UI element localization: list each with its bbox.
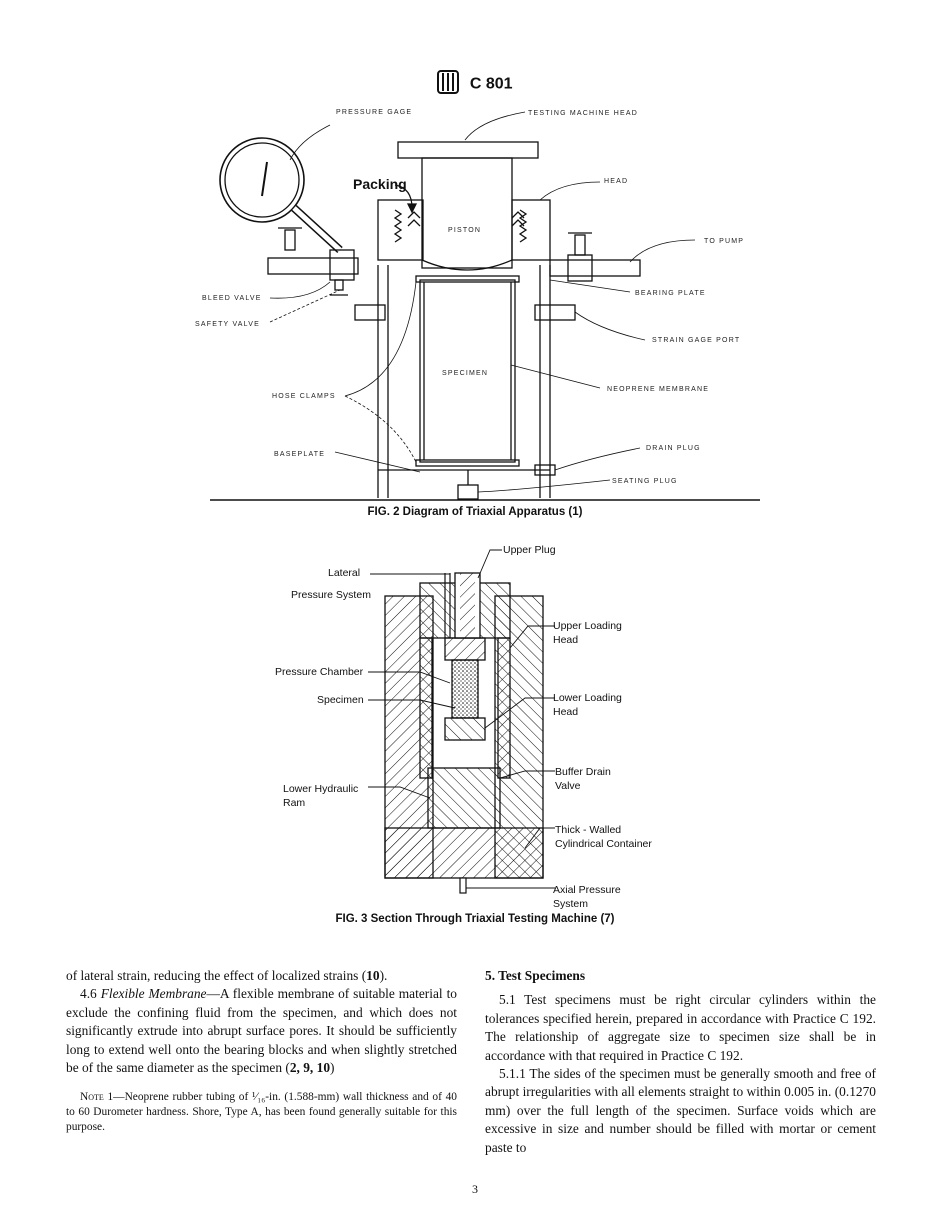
- page-header: C 801: [0, 70, 950, 99]
- label-upper-loading: Upper Loading: [553, 620, 622, 632]
- label-thick-walled: Thick - Walled: [555, 824, 621, 836]
- note-1: Note 1—Neoprene rubber tubing of ¹⁄₁₆-in…: [66, 1091, 457, 1134]
- label-specimen: SPECIMEN: [442, 370, 488, 377]
- label-upper-plug: Upper Plug: [503, 544, 556, 556]
- label-safety-valve: SAFETY VALVE: [195, 321, 260, 328]
- paragraph-continuation: of lateral strain, reducing the effect o…: [66, 968, 388, 983]
- fig2-caption: FIG. 2 Diagram of Triaxial Apparatus (1): [367, 506, 583, 518]
- page-number: 3: [472, 1182, 478, 1196]
- paragraph-5-1: 5.1 Test specimens must be right circula…: [485, 992, 876, 1063]
- label-lateral: Lateral: [328, 567, 360, 579]
- label-testing-machine-head: TESTING MACHINE HEAD: [528, 110, 638, 117]
- label-seating-plug: SEATING PLUG: [612, 478, 678, 485]
- designation: C 801: [469, 75, 513, 93]
- label-head: HEAD: [604, 178, 628, 185]
- left-column: of lateral strain, reducing the effect o…: [66, 967, 457, 1135]
- label-ram: Ram: [283, 797, 305, 809]
- astm-logo-icon: [437, 70, 460, 99]
- label-packing: Packing: [353, 176, 407, 192]
- label-lower-hydraulic: Lower Hydraulic: [283, 783, 358, 795]
- fig2-diagram: PRESSURE GAGE TESTING MACHINE HEAD HEAD …: [195, 109, 760, 501]
- label-piston: PISTON: [448, 227, 481, 234]
- section-heading: 5. Test Specimens: [485, 968, 586, 983]
- label-neoprene-membrane: NEOPRENE MEMBRANE: [607, 386, 709, 393]
- label-hose-clamps: HOSE CLAMPS: [272, 393, 336, 400]
- right-column: 5. Test Specimens 5.1 Test specimens mus…: [485, 967, 876, 1157]
- label-system: System: [553, 898, 588, 910]
- fig3-diagram: Upper Plug Lateral Pressure System Upper…: [275, 544, 652, 910]
- label-strain-gage-port: STRAIN GAGE PORT: [652, 337, 740, 344]
- label-lower-head: Head: [553, 706, 578, 718]
- paragraph-5-1-1: 5.1.1 The sides of the specimen must be …: [485, 1066, 876, 1155]
- label-pressure-chamber: Pressure Chamber: [275, 666, 364, 678]
- label-pressure-system: Pressure System: [291, 589, 371, 601]
- label-specimen3: Specimen: [317, 694, 364, 706]
- label-pressure-gage: PRESSURE GAGE: [336, 109, 412, 116]
- label-buffer-drain: Buffer Drain: [555, 766, 611, 778]
- label-bleed-valve: BLEED VALVE: [202, 295, 262, 302]
- label-to-pump: TO PUMP: [704, 238, 744, 245]
- label-axial-pressure: Axial Pressure: [553, 884, 621, 896]
- label-baseplate: BASEPLATE: [274, 451, 325, 458]
- label-lower-loading: Lower Loading: [553, 692, 622, 704]
- label-valve: Valve: [555, 780, 581, 792]
- label-upper-head: Head: [553, 634, 578, 646]
- fig3-caption: FIG. 3 Section Through Triaxial Testing …: [335, 913, 615, 925]
- label-bearing-plate: BEARING PLATE: [635, 290, 706, 297]
- label-drain-plug: DRAIN PLUG: [646, 445, 701, 452]
- paragraph-4-6: 4.6 Flexible Membrane—A flexible membran…: [66, 986, 457, 1076]
- label-cylindrical-container: Cylindrical Container: [555, 838, 652, 850]
